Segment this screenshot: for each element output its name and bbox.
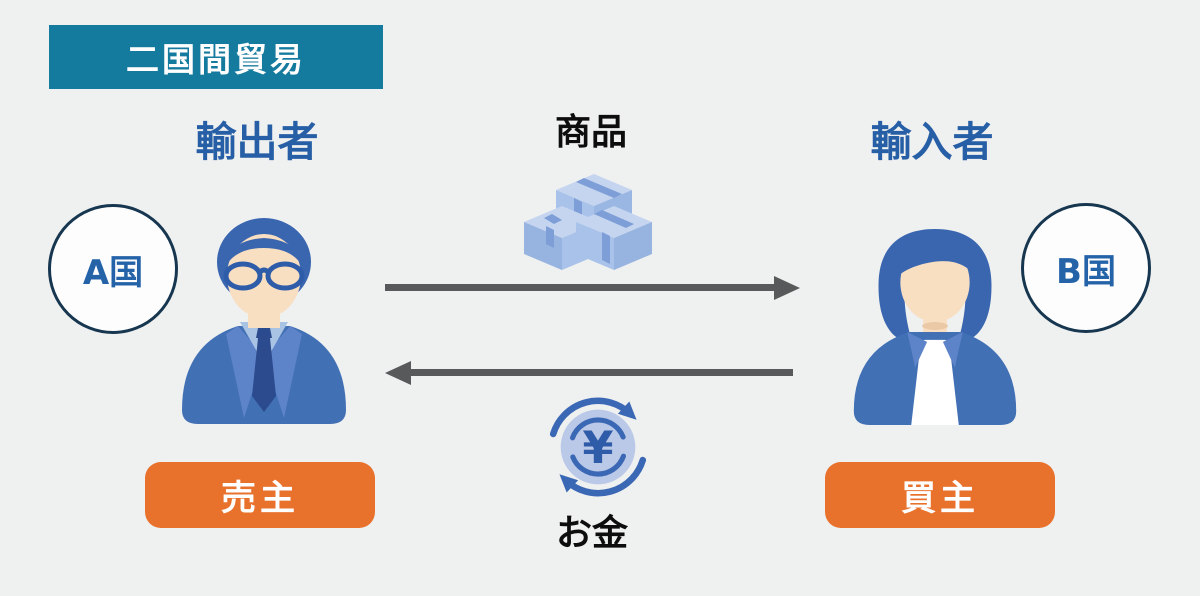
money-label: お金 xyxy=(555,513,628,554)
importer-heading: 輸入者 xyxy=(870,118,994,166)
country-a-circle: A国 xyxy=(48,204,178,334)
seller-badge: 売主 xyxy=(145,462,375,528)
money-arrow-left-icon xyxy=(385,361,793,385)
buyer-badge-label: 買主 xyxy=(900,478,979,519)
arrow-head xyxy=(385,361,411,385)
importer-person-icon xyxy=(853,228,1017,425)
goods-boxes-icon xyxy=(524,174,652,270)
goods-arrow-right-icon xyxy=(385,276,800,300)
exporter-heading: 輸出者 xyxy=(195,118,319,166)
arrow-shaft xyxy=(385,284,776,291)
right-box xyxy=(576,206,652,270)
glasses-icon xyxy=(223,261,305,291)
money-exchange-icon: ¥ xyxy=(549,397,647,497)
page-title: 二国間貿易 xyxy=(126,40,306,79)
exporter-person-icon xyxy=(182,218,346,424)
yen-symbol: ¥ xyxy=(582,421,613,474)
country-a-label: A国 xyxy=(82,252,144,293)
buyer-badge: 買主 xyxy=(825,462,1055,528)
country-b-circle: B国 xyxy=(1021,203,1151,333)
arrow-shaft xyxy=(409,369,793,376)
seller-badge-label: 売主 xyxy=(220,478,299,519)
country-b-label: B国 xyxy=(1056,251,1116,292)
title-banner: 二国間貿易 xyxy=(49,25,383,89)
arrow-head xyxy=(774,276,800,300)
goods-label: 商品 xyxy=(554,112,627,153)
